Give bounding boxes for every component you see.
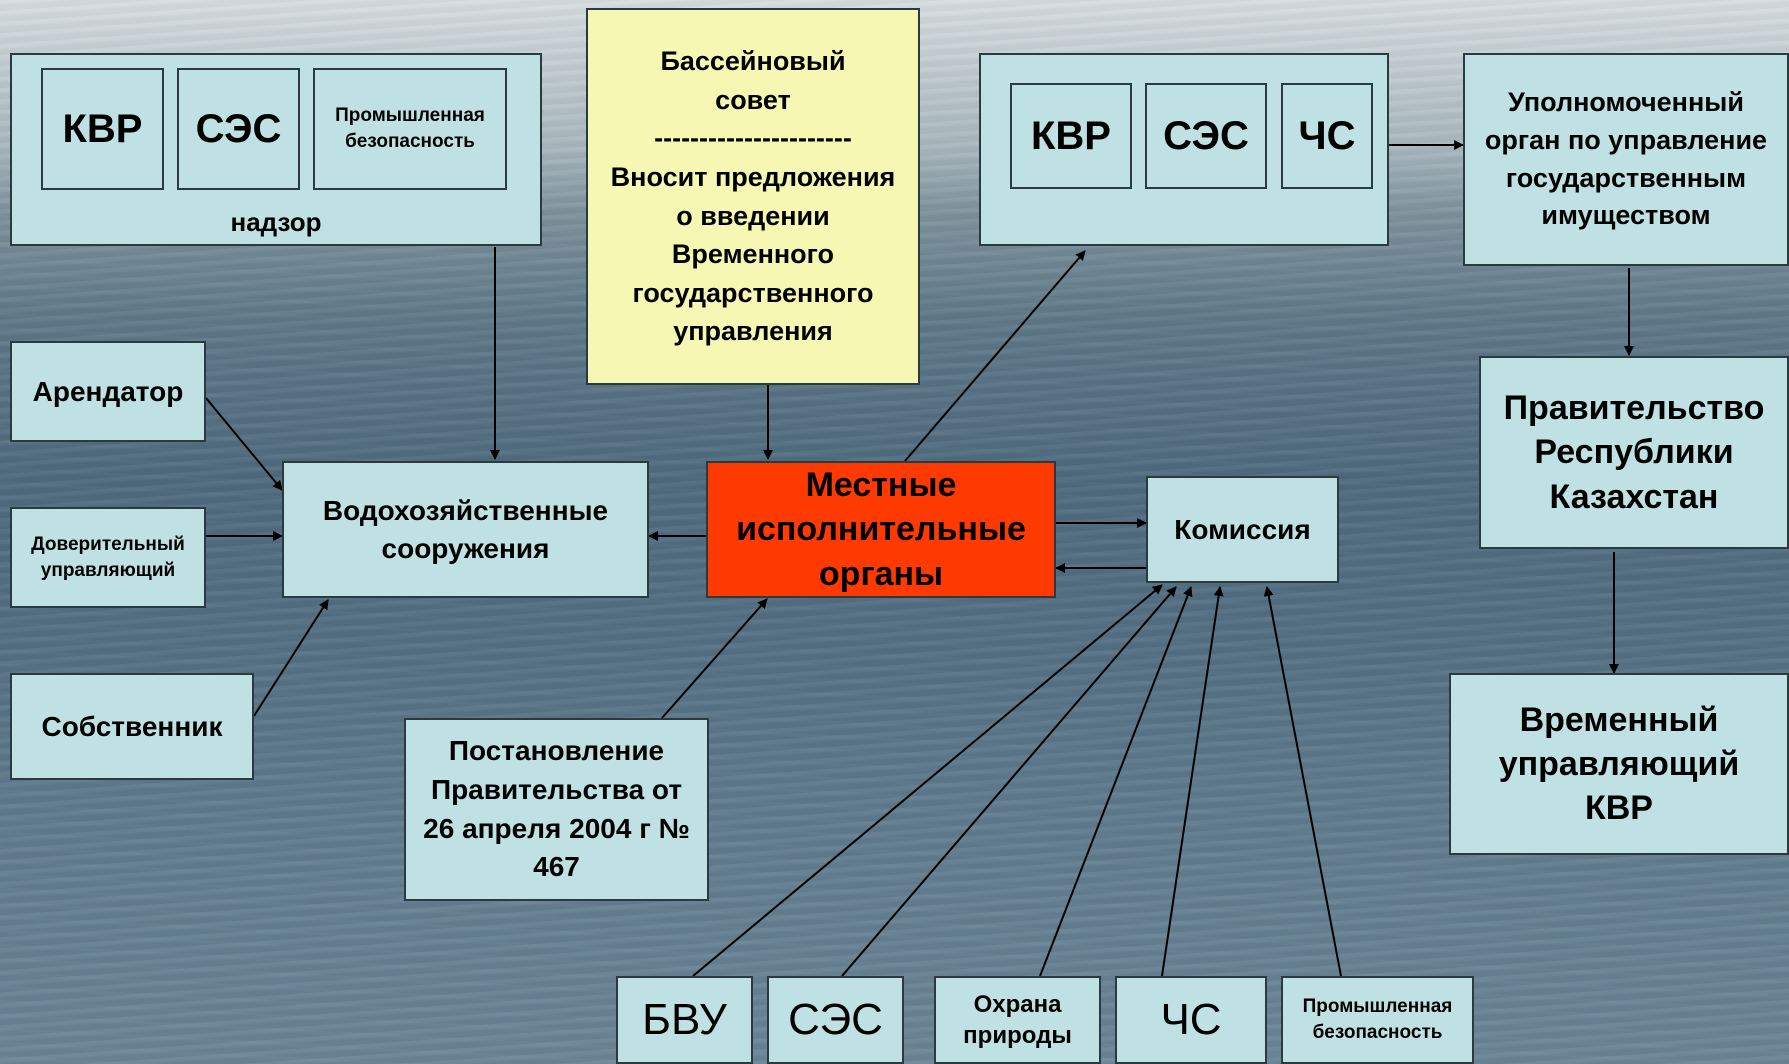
bottom-safety-box: Промышленная безопасность <box>1281 976 1474 1064</box>
basin-council-box: Бассейновый совет ----------------------… <box>586 8 920 385</box>
authorized-body-box: Уполномоченный орган по управление госуд… <box>1463 53 1789 266</box>
bottom-chs-box: ЧС <box>1115 976 1267 1064</box>
arrow-tenant-to-facilities <box>205 397 283 491</box>
arrow-resolution-to-local <box>661 598 768 719</box>
trustee-box: Доверительный управляющий <box>10 507 206 608</box>
arrow-bvu-to-commission <box>692 584 1163 977</box>
temp-manager-box: Временный управляющий КВР <box>1449 673 1789 855</box>
resolution-box: Постановление Правительства от 26 апреля… <box>404 718 709 901</box>
arrow-chs-to-commission <box>1161 586 1224 977</box>
supervision-industrial-safety: Промышленная безопасность <box>313 68 507 190</box>
top-group-chs: ЧС <box>1281 83 1373 189</box>
bottom-nature-box: Охрана природы <box>934 976 1101 1064</box>
government-box: Правительство Республики Казахстан <box>1479 356 1789 549</box>
arrow-owner-to-facilities <box>253 599 329 717</box>
top-group-ses: СЭС <box>1145 83 1267 189</box>
supervision-ses: СЭС <box>177 68 300 190</box>
commission-box: Комиссия <box>1146 476 1339 583</box>
arrow-nature-to-commission <box>1039 586 1193 977</box>
supervision-label: надзор <box>230 206 322 237</box>
owner-box: Собственник <box>10 673 254 780</box>
basin-council-text: Вносит предложения о введении Временного… <box>610 161 896 347</box>
arrow-local-to-topgroup <box>904 250 1086 462</box>
tenant-box: Арендатор <box>10 341 206 442</box>
top-group-kvr: КВР <box>1010 83 1132 189</box>
bottom-ses-box: СЭС <box>767 976 904 1064</box>
supervision-kvr: КВР <box>41 68 164 190</box>
basin-council-title: Бассейновый совет <box>660 46 846 115</box>
arrow-ses-to-commission <box>841 586 1177 977</box>
water-facilities-box: Водохозяйственные сооружения <box>282 461 649 598</box>
bottom-bvu-box: БВУ <box>616 976 753 1064</box>
basin-council-separator: ---------------------- <box>654 123 852 154</box>
local-authorities-box: Местные исполнительные органы <box>706 461 1056 598</box>
arrow-safety-to-commission <box>1263 586 1342 977</box>
